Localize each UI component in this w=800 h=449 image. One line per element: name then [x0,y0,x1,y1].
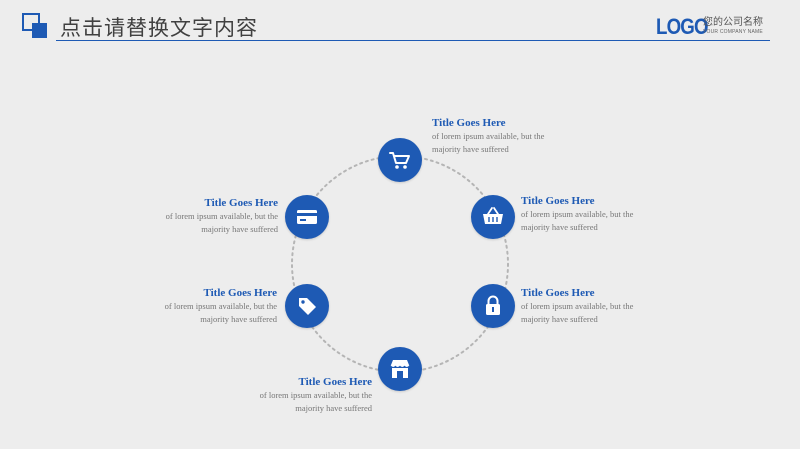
item-title: Title Goes Here [432,117,506,129]
item-desc-line2: majority have suffered [201,223,278,234]
page-title: 点击请替换文字内容 [60,16,258,40]
basket-icon [483,207,503,224]
company-name: 您的公司名称 [703,17,763,28]
item-desc-line2: majority have suffered [432,143,509,154]
item-title: Title Goes Here [298,376,372,388]
company-name-english: YOUR COMPANY NAME [703,29,763,35]
item-label-card: Title Goes Here of lorem ipsum available… [108,196,278,235]
item-label-lock: Title Goes Here of lorem ipsum available… [521,286,691,325]
header-divider [56,40,770,41]
tag-node [285,284,329,328]
item-label-basket: Title Goes Here of lorem ipsum available… [521,194,691,233]
item-title: Title Goes Here [521,287,595,299]
store-node [378,347,422,391]
lock-node [471,284,515,328]
card-node [285,195,329,239]
cart-node [378,138,422,182]
item-desc-line2: majority have suffered [295,402,372,413]
tag-icon [299,298,316,315]
credit-card-icon [297,210,317,224]
store-icon [390,360,410,378]
item-label-cart: Title Goes Here of lorem ipsum available… [432,116,602,155]
item-desc-line2: majority have suffered [521,221,598,232]
shopping-cart-icon [389,152,410,169]
item-desc-line2: majority have suffered [521,313,598,324]
item-label-tag: Title Goes Here of lorem ipsum available… [107,286,277,325]
item-title: Title Goes Here [204,197,278,209]
lock-icon [486,295,500,315]
basket-node [471,195,515,239]
item-desc-line1: of lorem ipsum available, but the [521,209,634,219]
item-desc-line1: of lorem ipsum available, but the [521,301,634,311]
item-desc-line1: of lorem ipsum available, but the [165,211,278,221]
item-desc-line1: of lorem ipsum available, but the [432,131,545,141]
item-title: Title Goes Here [203,287,277,299]
item-title: Title Goes Here [521,195,595,207]
header-corner-icon [22,13,48,39]
logo: LOGO [656,14,709,39]
item-desc-line1: of lorem ipsum available, but the [259,390,372,400]
item-label-store: Title Goes Here of lorem ipsum available… [202,375,372,414]
item-desc-line1: of lorem ipsum available, but the [164,301,277,311]
item-desc-line2: majority have suffered [200,313,277,324]
